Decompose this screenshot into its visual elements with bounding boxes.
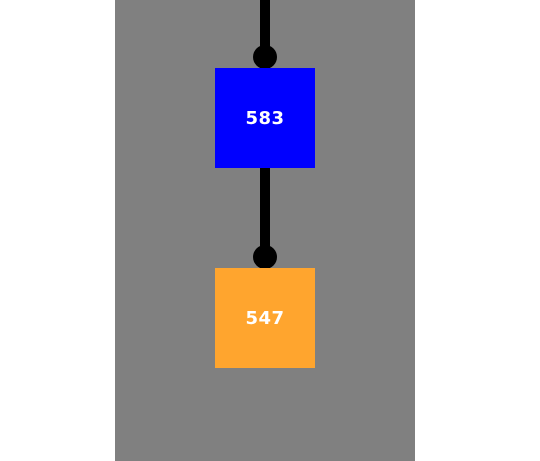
rope-anchor-top xyxy=(253,45,277,69)
number-block-1[interactable]: 583 xyxy=(215,68,315,168)
rope-top xyxy=(260,0,270,68)
game-board: 583 547 xyxy=(115,0,415,461)
number-block-1-value: 583 xyxy=(245,107,285,129)
rope-anchor-middle xyxy=(253,245,277,269)
rope-middle xyxy=(260,168,270,268)
number-block-2-value: 547 xyxy=(245,307,285,329)
number-block-2[interactable]: 547 xyxy=(215,268,315,368)
